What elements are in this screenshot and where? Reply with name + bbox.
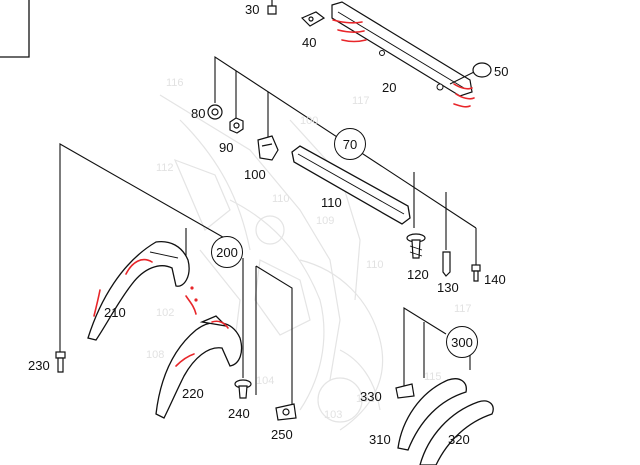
part-30-screw	[267, 0, 277, 15]
ghost-ref-label: 108	[146, 349, 165, 361]
part-label-230[interactable]: 230	[28, 358, 50, 373]
red-markup-dots	[190, 286, 198, 302]
ghost-ref-label: 115	[424, 371, 442, 383]
ghost-ref-label: 102	[156, 307, 175, 319]
ghost-ref-label: 100	[300, 115, 319, 127]
ghost-ref-label: 109	[316, 215, 335, 227]
callout-70[interactable]: 70	[334, 128, 366, 160]
part-label-210[interactable]: 210	[104, 305, 126, 320]
red-markup-annotations	[93, 19, 475, 367]
part-140-screw	[471, 264, 481, 282]
part-label-250[interactable]: 250	[271, 427, 293, 442]
part-220-liner	[155, 315, 243, 419]
part-230-screw	[55, 351, 66, 373]
part-250-clip	[275, 403, 297, 421]
part-label-110[interactable]: 110	[321, 195, 342, 210]
part-80-washer	[207, 104, 223, 120]
part-label-240[interactable]: 240	[228, 406, 250, 421]
part-label-100[interactable]: 100	[244, 167, 266, 182]
part-label-30[interactable]: 30	[245, 2, 260, 17]
part-label-220[interactable]: 220	[182, 386, 204, 401]
part-90-nut	[229, 117, 244, 134]
background-body-sketch	[159, 94, 384, 431]
ghost-ref-label: 110	[272, 193, 290, 205]
part-label-40[interactable]: 40	[302, 35, 317, 50]
part-label-80[interactable]: 80	[191, 106, 206, 121]
part-50-cap	[472, 62, 492, 78]
part-310-strip	[397, 378, 467, 451]
part-label-130[interactable]: 130	[437, 280, 459, 295]
part-label-320[interactable]: 320	[448, 432, 470, 447]
ghost-ref-label: 112	[156, 162, 174, 174]
part-120-rivet	[406, 233, 426, 259]
part-20-upper-strip	[331, 1, 473, 97]
part-100-clip	[257, 135, 279, 161]
callout-300[interactable]: 300	[446, 326, 478, 358]
part-130-pin	[442, 251, 451, 277]
ghost-ref-label: 110	[366, 259, 384, 271]
part-label-330[interactable]: 330	[360, 389, 382, 404]
part-210-liner	[87, 240, 190, 341]
part-110-trim-strip	[291, 145, 411, 225]
ghost-ref-label: 116	[166, 77, 184, 89]
part-label-50[interactable]: 50	[494, 64, 509, 79]
frame-corner	[0, 0, 30, 58]
callout-200[interactable]: 200	[211, 236, 243, 268]
ghost-ref-label: 117	[352, 95, 370, 107]
part-label-310[interactable]: 310	[369, 432, 391, 447]
ghost-ref-label: 101	[356, 393, 375, 405]
part-label-20[interactable]: 20	[382, 80, 397, 95]
ghost-ref-label: 104	[256, 375, 275, 387]
part-label-140[interactable]: 140	[484, 272, 506, 287]
part-330-clip	[395, 383, 415, 399]
leader-lines-upper	[214, 55, 477, 265]
part-320-strip	[419, 400, 494, 465]
ghost-ref-label: 117	[454, 303, 472, 315]
part-240-rivet	[234, 379, 252, 399]
part-40-clip	[300, 11, 326, 27]
ghost-ref-label: 103	[324, 409, 343, 421]
part-label-120[interactable]: 120	[407, 267, 429, 282]
part-label-90[interactable]: 90	[219, 140, 234, 155]
